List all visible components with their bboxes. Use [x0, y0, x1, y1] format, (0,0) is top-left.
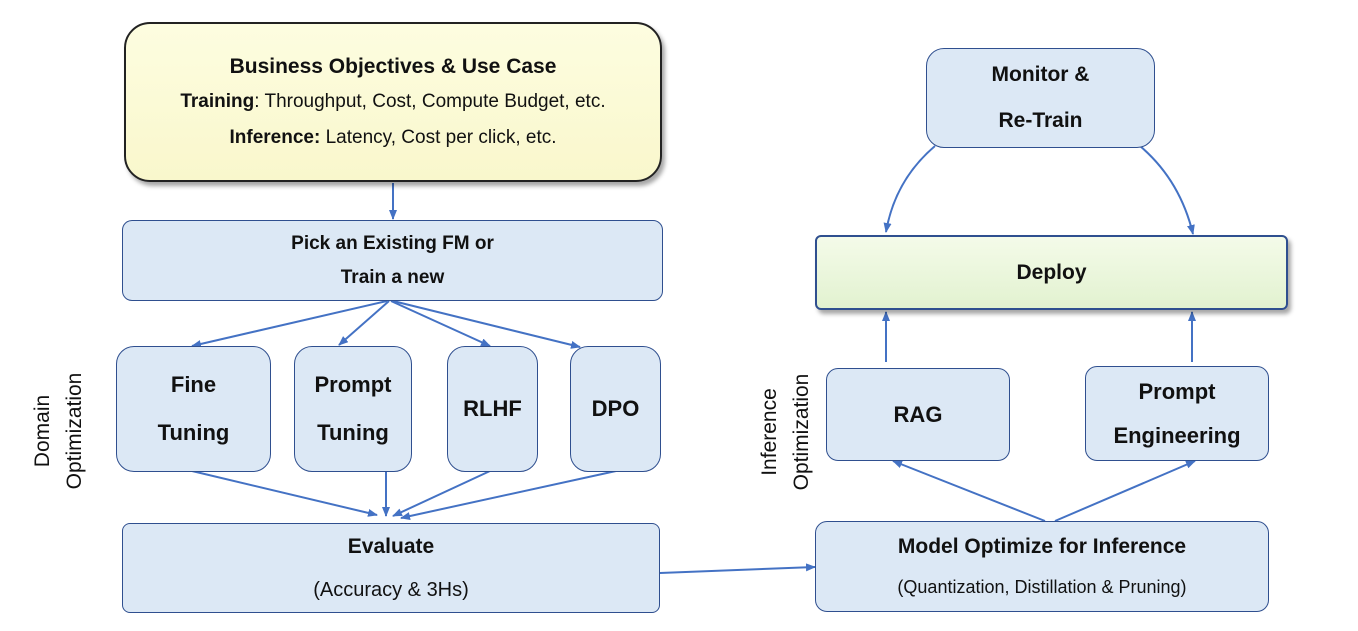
rlhf-box: RLHF [447, 346, 538, 472]
business-objectives-box: Business Objectives & Use Case Training:… [124, 22, 662, 182]
prompt-tuning-line1: Prompt [314, 372, 392, 397]
pick-fm-line1: Pick an Existing FM or [291, 232, 494, 254]
business-objectives-title: Business Objectives & Use Case [229, 55, 557, 78]
fine-tuning-line2: Tuning [157, 420, 230, 445]
arrow-pick-to-dpo [392, 300, 581, 349]
arrow-model-optimize-to-prompt-engineering [1054, 460, 1196, 522]
pick-fm-line2: Train a new [340, 266, 445, 288]
deploy-box: Deploy [815, 235, 1288, 310]
fine-tuning-box: Fine Tuning [116, 346, 271, 472]
dpo-label: DPO [591, 396, 640, 421]
prompt-tuning-line2: Tuning [317, 420, 389, 445]
prompt-engineering-box: Prompt Engineering [1085, 366, 1269, 461]
prompt-engineering-line1: Prompt [1138, 378, 1216, 404]
deploy-title: Deploy [1016, 260, 1087, 284]
evaluate-title: Evaluate [347, 534, 435, 558]
training-label: Training [180, 91, 255, 112]
rag-label: RAG [893, 401, 943, 427]
dpo-box: DPO [570, 346, 661, 472]
inference-objectives: Inference: Latency, Cost per click, etc. [230, 127, 557, 149]
monitor-retrain-box: Monitor & Re-Train [926, 48, 1155, 148]
rag-box: RAG [826, 368, 1010, 461]
arrow-dpo-to-evaluate [400, 470, 617, 520]
arrow-pick-to-prompt-tuning [338, 300, 390, 346]
prompt-tuning-box: Prompt Tuning [294, 346, 412, 472]
training-text: : Throughput, Cost, Compute Budget, etc. [254, 91, 606, 112]
model-optimize-title: Model Optimize for Inference [897, 535, 1187, 558]
fine-tuning-line1: Fine [170, 372, 217, 397]
rlhf-label: RLHF [463, 396, 522, 421]
domain-optimization-label: Domain Optimization [27, 361, 91, 501]
monitor-line1: Monitor & [991, 63, 1090, 86]
arrow-monitor-to-deploy-left [883, 145, 936, 233]
model-optimize-subtitle: (Quantization, Distillation & Pruning) [897, 577, 1187, 597]
arrow-model-optimize-to-rag [892, 460, 1046, 522]
pick-fm-box: Pick an Existing FM or Train a new [122, 220, 663, 301]
training-objectives: Training: Throughput, Cost, Compute Budg… [180, 91, 605, 113]
arrow-pick-to-fine-tuning [191, 300, 388, 348]
arrow-pick-to-rlhf [390, 300, 491, 347]
domain-label-line2: Optimization [63, 372, 86, 490]
arrow-monitor-to-deploy-right [1139, 145, 1195, 235]
monitor-line2: Re-Train [998, 109, 1083, 132]
evaluate-subtitle: (Accuracy & 3Hs) [313, 578, 469, 601]
inference-label: Inference: [229, 127, 321, 148]
prompt-engineering-line2: Engineering [1113, 422, 1241, 448]
arrow-evaluate-to-model-optimize [659, 563, 816, 574]
evaluate-box: Evaluate (Accuracy & 3Hs) [122, 523, 660, 613]
arrow-rlhf-to-evaluate [392, 470, 491, 517]
inference-optimization-label: Inference Optimization [754, 357, 818, 507]
inference-label-line1: Inference [758, 388, 781, 476]
inference-text: Latency, Cost per click, etc. [320, 127, 557, 148]
domain-label-line1: Domain [31, 394, 54, 468]
arrow-fine-tuning-to-evaluate [191, 470, 378, 517]
model-optimize-box: Model Optimize for Inference (Quantizati… [815, 521, 1269, 612]
inference-label-line2: Optimization [790, 373, 813, 491]
